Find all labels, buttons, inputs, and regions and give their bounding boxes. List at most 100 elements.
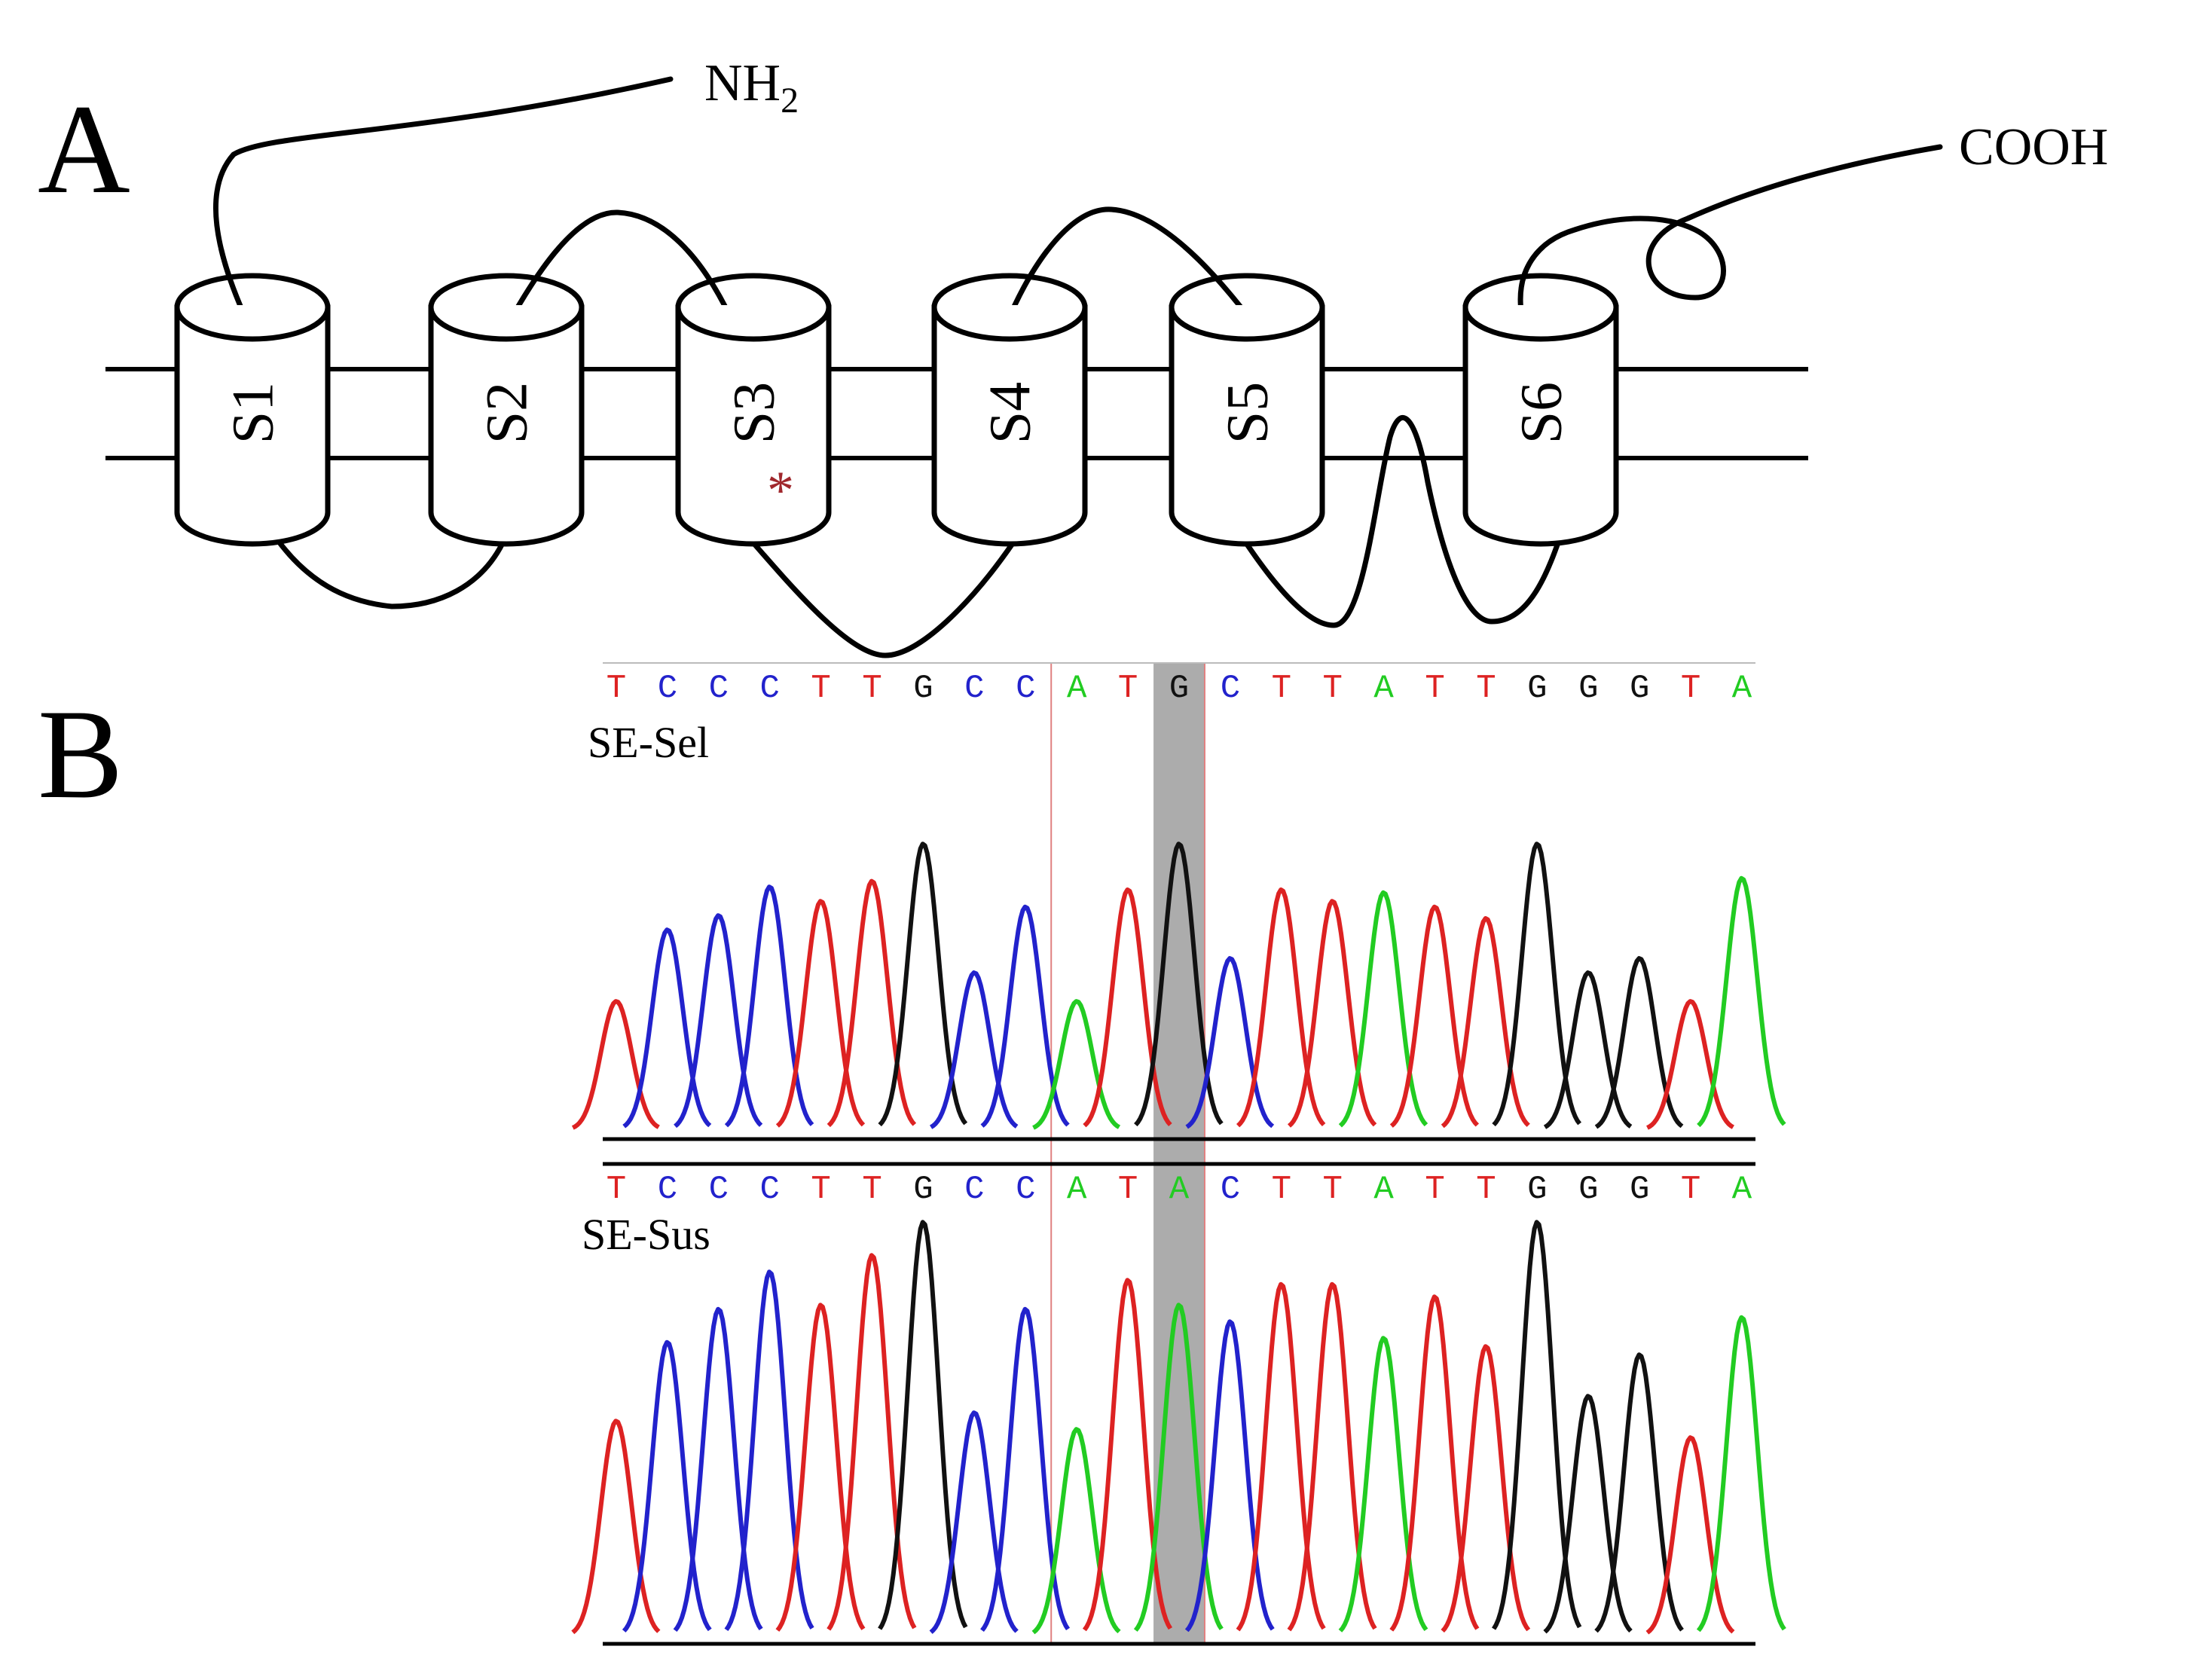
peak: [1389, 1294, 1480, 1632]
cylinder-body: [675, 304, 832, 547]
transmembrane-segments: S1 S2 S3 * S4 S5 S6: [174, 273, 1619, 547]
segment-label: S4: [977, 382, 1043, 444]
peak: [1338, 1336, 1428, 1633]
base-call: T: [1476, 670, 1496, 707]
base-call: C: [709, 670, 729, 707]
cylinder-body: [1462, 304, 1619, 547]
peak: [980, 904, 1070, 1128]
base-call: C: [760, 670, 780, 707]
peptide-chain-overlay: [213, 249, 1609, 305]
peak: [1338, 890, 1428, 1128]
peak: [1082, 1278, 1172, 1632]
peak: [1389, 904, 1479, 1128]
peak: [1594, 1352, 1684, 1633]
n-terminus-label: NH2: [704, 54, 799, 121]
base-call: A: [1067, 670, 1087, 707]
base-call: G: [1527, 1171, 1547, 1208]
segment-label: S5: [1215, 382, 1280, 444]
trace-name: SE-Sus: [582, 1210, 710, 1259]
peak: [1133, 1303, 1224, 1632]
peak: [1543, 970, 1633, 1129]
cylinder-body: [174, 304, 331, 547]
segment-s5: S5: [1169, 273, 1325, 547]
peak: [1645, 1435, 1735, 1635]
base-call: T: [1272, 1171, 1291, 1208]
peak: [1236, 887, 1326, 1128]
segment-s2: S2: [428, 273, 585, 547]
peak: [724, 1269, 814, 1631]
cylinder-top: [931, 273, 1088, 342]
base-call: C: [760, 1171, 780, 1208]
base-call: G: [1169, 670, 1189, 707]
loop-s3-s4: [747, 536, 1016, 658]
peak: [1236, 1281, 1326, 1632]
loop-s4-s5: [1007, 249, 1250, 305]
segment-label: S6: [1508, 382, 1574, 444]
base-call: T: [811, 1171, 830, 1208]
peak: [622, 1339, 712, 1633]
peak: [827, 878, 917, 1128]
mutation-asterisk: *: [767, 460, 794, 521]
base-call: C: [964, 1171, 984, 1208]
base-call: C: [964, 670, 984, 707]
peak: [1185, 956, 1275, 1129]
peak: [1441, 1344, 1531, 1633]
base-call: C: [1016, 670, 1035, 707]
peak: [1697, 875, 1786, 1128]
loop-s5-s6-pore: [1240, 415, 1566, 628]
segment-s6: S6: [1462, 273, 1619, 547]
peak: [673, 1306, 763, 1632]
peak: [1594, 956, 1684, 1129]
base-call: C: [658, 670, 677, 707]
peak: [571, 999, 660, 1130]
peak: [1083, 887, 1172, 1128]
segment-s1: S1: [174, 273, 331, 547]
base-call: A: [1169, 1171, 1190, 1208]
base-call: T: [1323, 1171, 1343, 1208]
peak: [1492, 1220, 1582, 1630]
base-call: T: [1272, 670, 1291, 707]
base-call: T: [811, 670, 830, 707]
segment-s4: S4: [931, 273, 1088, 547]
base-call: A: [1067, 1171, 1087, 1208]
base-call: A: [1373, 1171, 1394, 1208]
n-terminal-tail: [213, 76, 674, 319]
base-call: G: [1578, 670, 1598, 707]
peak: [1031, 1427, 1121, 1635]
peak: [1184, 1319, 1275, 1633]
cylinder-top: [428, 273, 585, 342]
peak: [571, 1419, 661, 1635]
cylinder-top: [1462, 273, 1619, 342]
base-call: T: [1425, 670, 1444, 707]
cylinder-body: [428, 304, 585, 547]
segment-s3: S3 *: [675, 273, 832, 547]
trace-name: SE-Sel: [588, 718, 709, 767]
peak: [622, 927, 712, 1129]
peak: [1287, 1281, 1377, 1632]
cylinder-top: [174, 273, 331, 342]
cylinder-body: [931, 304, 1088, 547]
peak: [1646, 999, 1734, 1130]
base-call: G: [1578, 1171, 1598, 1208]
peak: [1287, 899, 1377, 1128]
base-call: A: [1732, 670, 1752, 707]
base-call: G: [913, 670, 933, 707]
peak: [775, 899, 866, 1128]
base-call: C: [658, 1171, 677, 1208]
base-call: G: [1630, 1171, 1649, 1208]
c-terminal-tail: [1517, 144, 1943, 319]
cylinder-top: [675, 273, 832, 342]
segment-label: S3: [721, 382, 787, 444]
loop-s1-s2: [257, 509, 508, 609]
segment-label: S2: [474, 382, 539, 444]
base-call: C: [709, 1171, 729, 1208]
base-call: T: [1425, 1171, 1444, 1208]
c-terminus-label: COOH: [1959, 118, 2108, 176]
base-call: T: [862, 670, 882, 707]
base-call: G: [1527, 670, 1547, 707]
